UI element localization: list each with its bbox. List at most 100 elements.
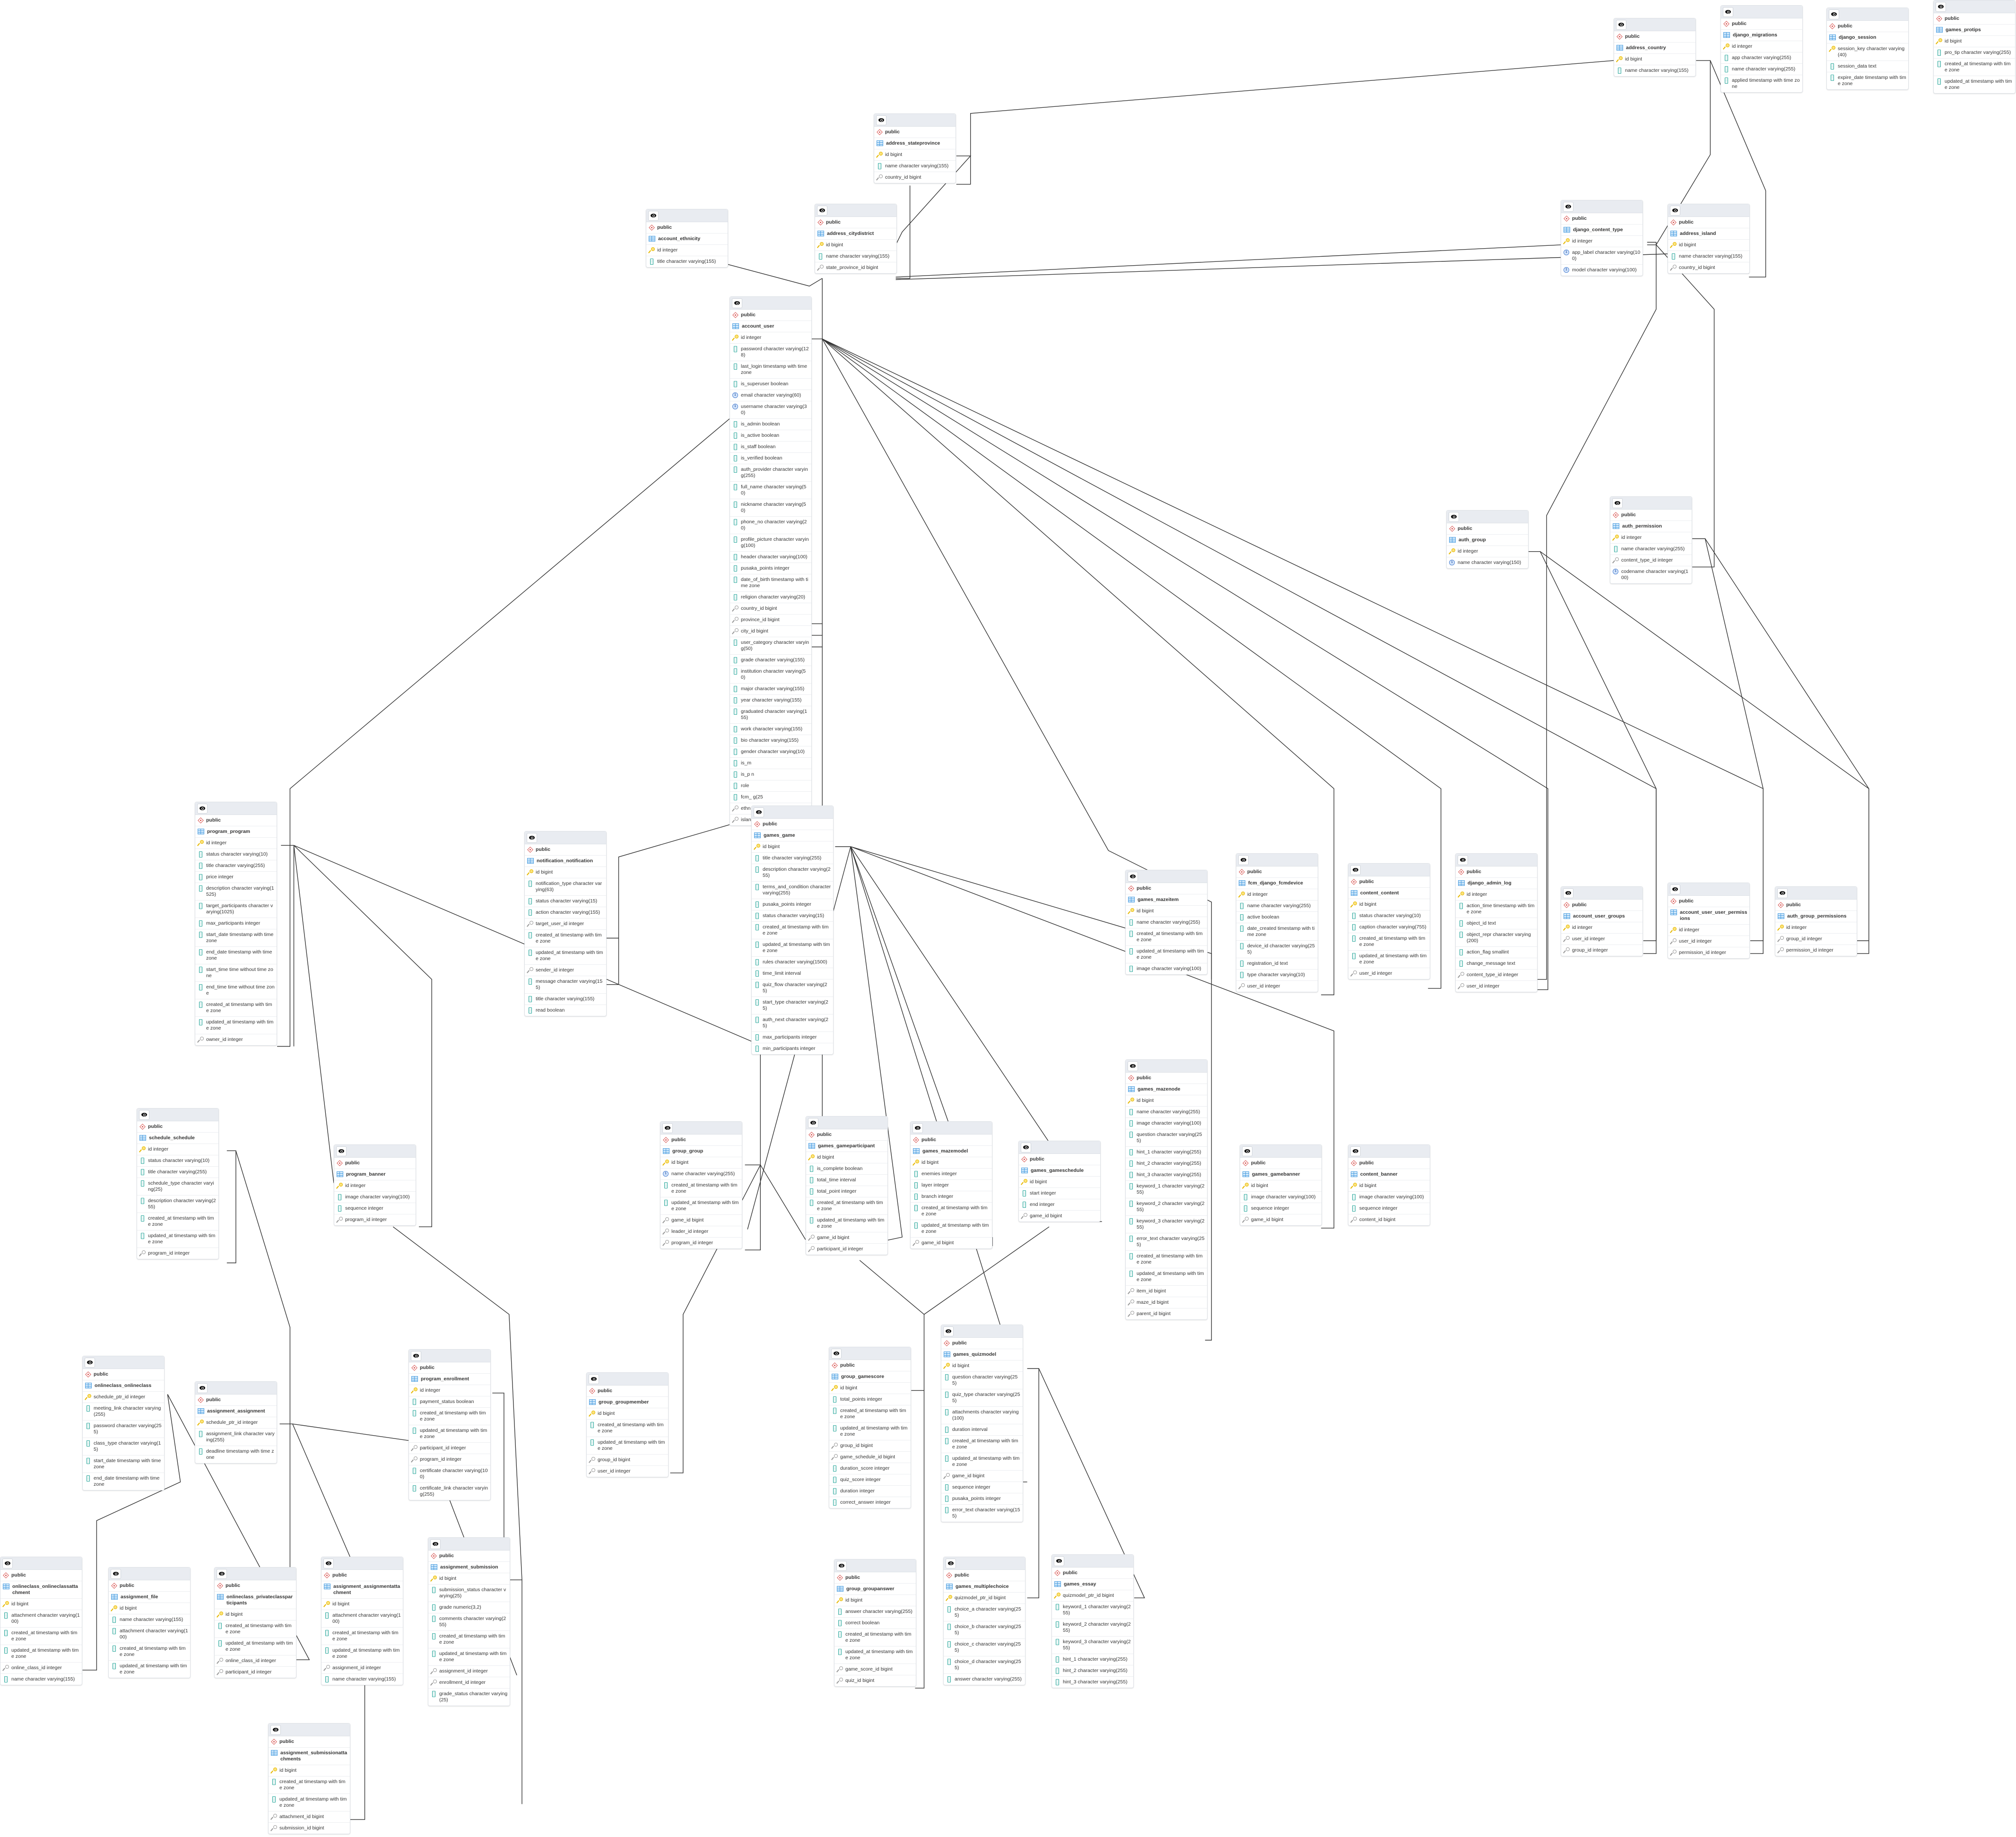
column-row[interactable]: payment_status boolean <box>409 1396 490 1408</box>
table-name-row[interactable]: games_protips <box>1934 25 2015 36</box>
eye-icon[interactable] <box>2 1559 13 1568</box>
column-row[interactable]: content_type_id integer <box>1610 555 1692 566</box>
column-row[interactable]: name character varying(255) <box>1610 544 1692 555</box>
column-row[interactable]: assignment_id integer <box>322 1663 403 1674</box>
column-row[interactable]: auth_provider character varying(255) <box>730 464 811 482</box>
column-row[interactable]: id bigint <box>941 1360 1023 1372</box>
column-row[interactable]: user_id integer <box>1456 981 1537 992</box>
column-row[interactable]: id bigint <box>806 1152 887 1163</box>
column-row[interactable]: created_at timestamp with time zone <box>1934 59 2015 76</box>
column-row[interactable]: choice_c character varying(255) <box>944 1639 1025 1656</box>
column-row[interactable]: keyword_2 character varying(255) <box>1052 1619 1133 1637</box>
column-row[interactable]: error_text character varying(155) <box>941 1505 1023 1522</box>
table-name-row[interactable]: games_mazenode <box>1126 1084 1207 1095</box>
eye-icon[interactable] <box>111 1569 121 1579</box>
column-row[interactable]: start_date timestamp with time zone <box>195 929 277 947</box>
column-row[interactable]: attachment character varying(100) <box>322 1610 403 1628</box>
column-row[interactable]: group_id integer <box>1561 945 1642 956</box>
column-row[interactable]: participant_id integer <box>215 1667 296 1678</box>
column-row[interactable]: phone_no character varying(20) <box>730 517 811 534</box>
column-row[interactable]: rules character varying(1500) <box>752 957 833 968</box>
column-row[interactable]: quizmodel_ptr_id bigint <box>944 1593 1025 1604</box>
column-row[interactable]: game_id bigint <box>1240 1214 1321 1225</box>
column-row[interactable]: created_at timestamp with time zone <box>1348 933 1430 951</box>
eye-icon[interactable] <box>876 115 886 125</box>
eye-icon[interactable] <box>1128 1061 1138 1071</box>
column-row[interactable]: image character varying(100) <box>1348 1192 1430 1203</box>
table-name-row[interactable]: onlineclass_onlineclass <box>83 1380 164 1392</box>
column-row[interactable]: major character varying(155) <box>730 684 811 695</box>
column-row[interactable]: end_date timestamp with time zone <box>195 947 277 964</box>
column-row[interactable]: min_participants integer <box>752 1043 833 1054</box>
column-row[interactable]: expire_date timestamp with time zone <box>1827 72 1908 89</box>
eye-icon[interactable] <box>527 833 537 843</box>
column-row[interactable]: title character varying(155) <box>646 256 728 267</box>
column-row[interactable]: type character varying(10) <box>1236 970 1318 981</box>
column-row[interactable]: certificate_link character varying(255) <box>409 1483 490 1500</box>
column-row[interactable]: user_id integer <box>587 1466 668 1477</box>
column-row[interactable]: branch integer <box>911 1191 992 1203</box>
column-row[interactable]: id integer <box>1775 922 1857 934</box>
column-row[interactable]: grade_status character varying(25) <box>428 1689 510 1706</box>
eye-icon[interactable] <box>139 1110 149 1120</box>
table-name-row[interactable]: onlineclass_privateclassparticipants <box>215 1592 296 1609</box>
column-row[interactable]: date_created timestamp with time zone <box>1236 923 1318 941</box>
column-row[interactable]: parent_id bigint <box>1126 1308 1207 1319</box>
table-name-row[interactable]: content_banner <box>1348 1169 1430 1180</box>
column-row[interactable]: owner_id integer <box>195 1034 277 1045</box>
column-row[interactable]: password character varying(128) <box>730 344 811 361</box>
table-name-row[interactable]: fcm_django_fcmdevice <box>1236 878 1318 889</box>
column-row[interactable]: hint_2 character varying(255) <box>1052 1665 1133 1677</box>
column-row[interactable]: participant_id integer <box>409 1443 490 1454</box>
column-row[interactable]: is_active boolean <box>730 430 811 442</box>
column-row[interactable]: created_at timestamp with time zone <box>829 1405 911 1423</box>
eye-icon[interactable] <box>1449 512 1459 522</box>
column-row[interactable]: id integer <box>195 838 277 849</box>
column-row[interactable]: created_at timestamp with time zone <box>322 1628 403 1645</box>
table-name-row[interactable]: assignment_file <box>109 1592 190 1603</box>
column-row[interactable]: terms_and_condition character varying(25… <box>752 882 833 899</box>
column-row[interactable]: duration_score integer <box>829 1463 911 1474</box>
eye-icon[interactable] <box>85 1358 95 1368</box>
column-row[interactable]: grade numeric(3,2) <box>428 1602 510 1613</box>
table-name-row[interactable]: group_groupmember <box>587 1397 668 1408</box>
eye-icon[interactable] <box>589 1374 599 1384</box>
column-row[interactable]: time_limit interval <box>752 968 833 979</box>
column-row[interactable]: hint_1 character varying(255) <box>1052 1654 1133 1665</box>
column-row[interactable]: updated_at timestamp with time zone <box>1934 76 2015 93</box>
column-row[interactable]: game_id bigint <box>660 1215 742 1226</box>
column-row[interactable]: date_of_birth timestamp with time zone <box>730 574 811 592</box>
column-row[interactable]: id bigint <box>1348 1180 1430 1192</box>
eye-icon[interactable] <box>1458 855 1468 865</box>
column-row[interactable]: created_at timestamp with time zone <box>525 930 606 947</box>
column-row[interactable]: permission_id integer <box>1775 945 1857 956</box>
column-row[interactable]: game_id bigint <box>806 1232 887 1244</box>
column-row[interactable]: updated_at timestamp with time zone <box>525 947 606 965</box>
column-row[interactable]: id bigint <box>109 1603 190 1614</box>
column-row[interactable]: created_at timestamp with time zone <box>0 1628 82 1645</box>
column-row[interactable]: pusaka_points integer <box>730 563 811 574</box>
column-row[interactable]: start_time time without time zone <box>195 964 277 982</box>
column-row[interactable]: sequence integer <box>1348 1203 1430 1214</box>
column-row[interactable]: created_at timestamp with time zone <box>137 1213 218 1230</box>
eye-icon[interactable] <box>1777 888 1788 898</box>
column-row[interactable]: description character varying(255) <box>752 864 833 882</box>
column-row[interactable]: updated_at timestamp with time zone <box>409 1425 490 1443</box>
column-row[interactable]: quiz_flow character varying(25) <box>752 979 833 997</box>
column-row[interactable]: content_type_id integer <box>1456 970 1537 981</box>
column-row[interactable]: city_id bigint <box>730 626 811 637</box>
column-row[interactable]: sender_id integer <box>525 965 606 976</box>
eye-icon[interactable] <box>662 1123 673 1133</box>
table-name-row[interactable]: notification_notification <box>525 856 606 867</box>
column-row[interactable]: state_province_id bigint <box>815 262 896 273</box>
column-row[interactable]: group_id bigint <box>587 1455 668 1466</box>
